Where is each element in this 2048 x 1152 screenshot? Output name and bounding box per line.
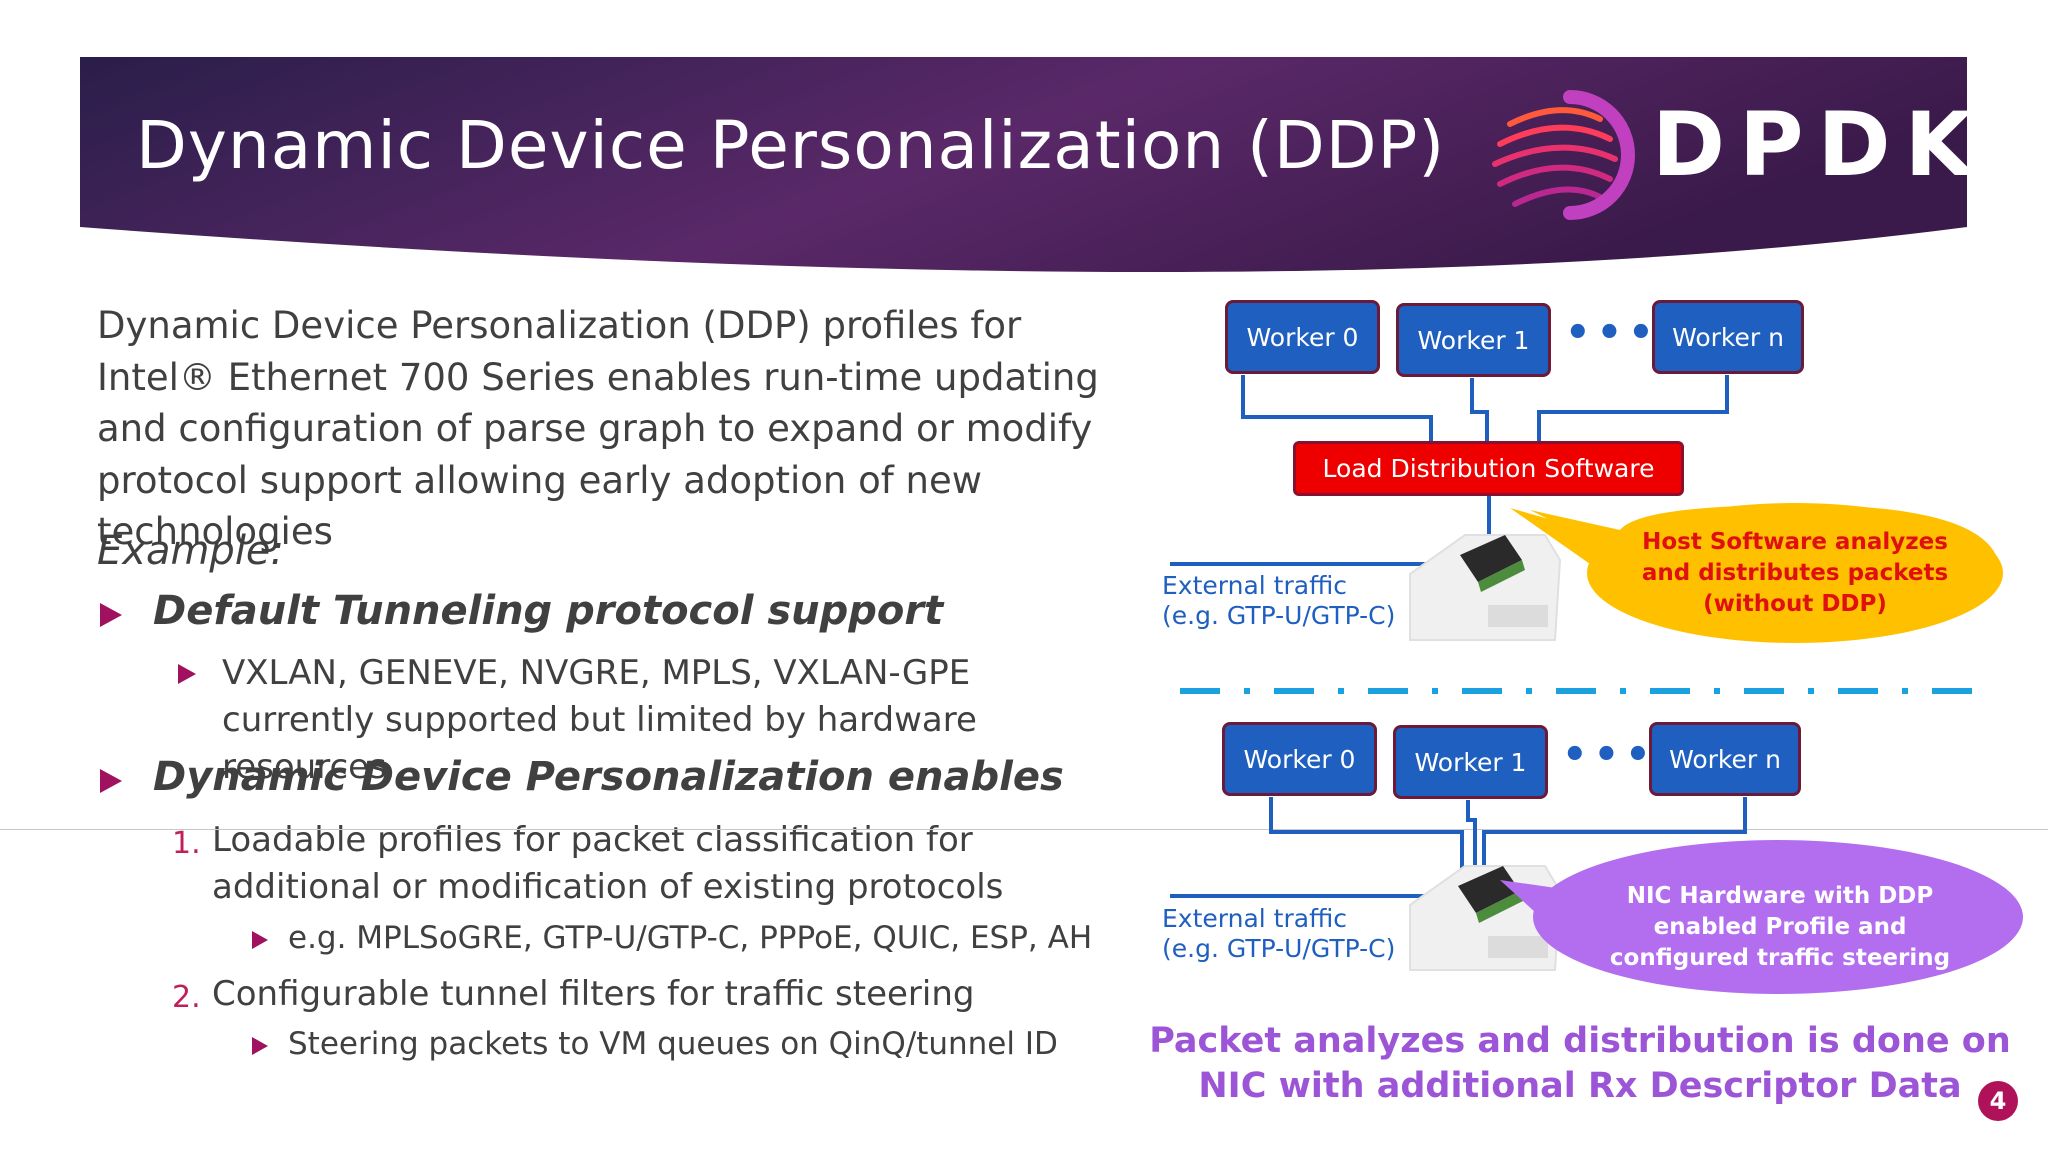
- item-tunnel-filters: Configurable tunnel filters for traffic …: [212, 974, 975, 1014]
- item-loadable-profiles: Loadable profiles for packet classificat…: [212, 820, 1004, 907]
- sub-item-protocol-examples: e.g. MPLSoGRE, GTP-U/GTP-C, PPPoE, QUIC,…: [288, 920, 1093, 956]
- sub-bullet-supported-protocols: VXLAN, GENEVE, NVGRE, MPLS, VXLAN-GPE cu…: [222, 653, 977, 787]
- top-external-traffic-example: (e.g. GTP-U/GTP-C): [1162, 601, 1396, 630]
- callout-line: Host Software analyzes: [1642, 529, 1948, 555]
- banner-background: [80, 57, 1967, 272]
- page-number-badge: 4: [1978, 1081, 2018, 1121]
- top-worker-0: Worker 0: [1225, 300, 1380, 374]
- dpdk-logo-text: DPDK: [1652, 93, 1967, 196]
- top-ellipsis: •••: [1565, 310, 1660, 356]
- sub-item-steering: Steering packets to VM queues on QinQ/tu…: [288, 1026, 1058, 1062]
- title-banner: Dynamic Device Personalization (DDP) DPD…: [80, 57, 1967, 274]
- diagram-caption: Packet analyzes and distribution is done…: [1140, 1019, 2020, 1109]
- top-external-traffic-label: External traffic: [1162, 571, 1347, 600]
- caption-line: NIC with additional Rx Descriptor Data: [1198, 1066, 1962, 1106]
- bottom-ellipsis: •••: [1562, 732, 1657, 778]
- bullet-default-tunneling: Default Tunneling protocol support: [153, 588, 944, 634]
- intro-paragraph: Dynamic Device Personalization (DDP) pro…: [97, 304, 1099, 553]
- callout-line: and distributes packets: [1641, 560, 1949, 586]
- item-number: 2.: [172, 980, 201, 1015]
- example-label: Example:: [97, 528, 285, 574]
- divider-line: [0, 829, 2048, 830]
- callout-line: configured traffic steering: [1609, 945, 1951, 971]
- dpdk-logo-icon: [1492, 90, 1635, 220]
- load-distribution-software: Load Distribution Software: [1293, 441, 1684, 496]
- host-software-callout: Host Software analyzes and distributes p…: [1600, 527, 1990, 620]
- top-worker-1: Worker 1: [1396, 303, 1551, 377]
- bottom-worker-0: Worker 0: [1222, 722, 1377, 796]
- bottom-worker-n: Worker n: [1649, 722, 1801, 796]
- bottom-external-traffic-example: (e.g. GTP-U/GTP-C): [1162, 934, 1396, 963]
- nic-hardware-callout: NIC Hardware with DDP enabled Profile an…: [1580, 881, 1980, 974]
- item-number: 1.: [172, 826, 201, 861]
- bullet-ddp-enables: Dynamic Device Personalization enables: [153, 754, 1064, 800]
- bullet-triangle-icon: [252, 931, 268, 949]
- callout-line: enabled Profile and: [1653, 914, 1907, 940]
- bottom-worker-1: Worker 1: [1393, 725, 1548, 799]
- callout-line: NIC Hardware with DDP: [1626, 883, 1934, 909]
- bottom-external-traffic-label: External traffic: [1162, 904, 1347, 933]
- bullet-triangle-icon: [100, 603, 122, 627]
- top-worker-n: Worker n: [1652, 300, 1804, 374]
- slide-title: Dynamic Device Personalization (DDP): [136, 107, 1446, 184]
- bullet-triangle-icon: [252, 1037, 268, 1055]
- callout-line: (without DDP): [1703, 591, 1887, 617]
- bullet-triangle-icon: [178, 664, 196, 684]
- bullet-triangle-icon: [100, 769, 122, 793]
- caption-line: Packet analyzes and distribution is done…: [1149, 1021, 2011, 1061]
